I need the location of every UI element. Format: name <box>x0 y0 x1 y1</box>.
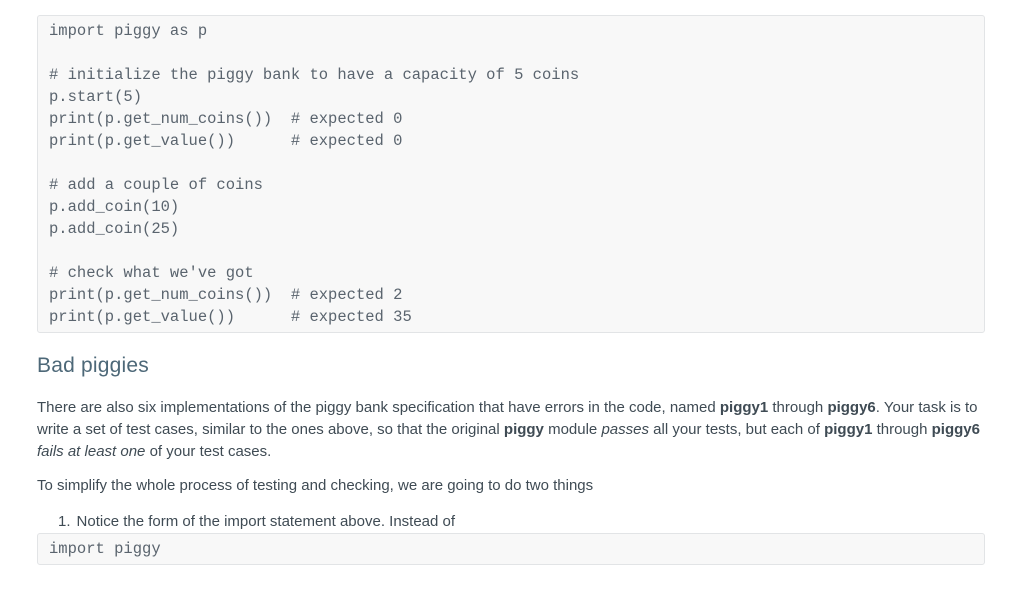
section-heading-bad-piggies: Bad piggies <box>37 354 149 377</box>
code-block-example: import piggy as p # initialize the piggy… <box>37 15 985 333</box>
steps-list: 1. Notice the form of the import stateme… <box>37 511 985 533</box>
list-item: 1. Notice the form of the import stateme… <box>58 511 985 533</box>
list-item-text: Notice the form of the import statement … <box>76 513 456 530</box>
list-item-number: 1. <box>58 513 71 530</box>
simplify-paragraph: To simplify the whole process of testing… <box>37 477 594 494</box>
code-block-import: import piggy <box>37 533 985 565</box>
intro-paragraph: There are also six implementations of th… <box>37 399 980 460</box>
